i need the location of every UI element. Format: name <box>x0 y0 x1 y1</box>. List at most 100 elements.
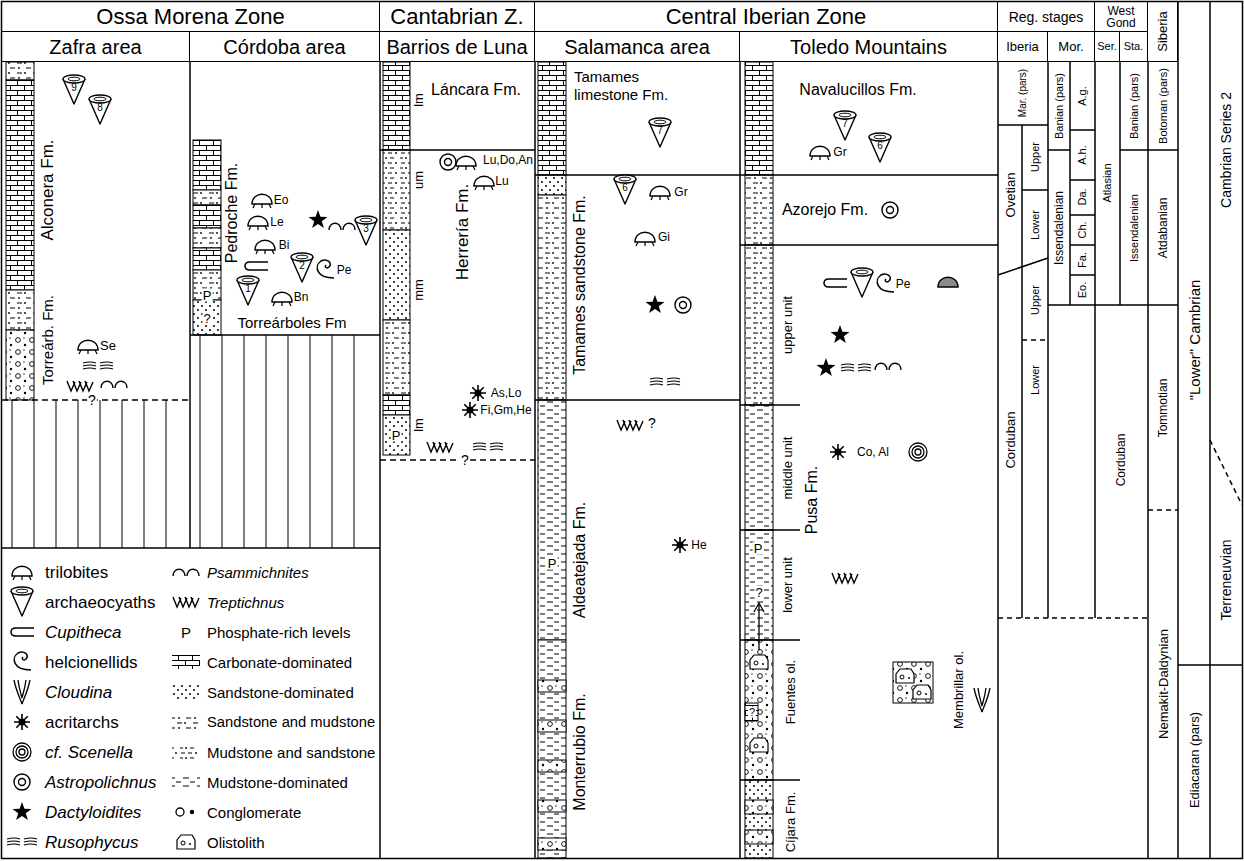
treptichnus-symbol <box>67 381 93 391</box>
stage-name: Banian (pars) <box>1054 73 1065 139</box>
archaeocyath-symbol <box>11 587 33 616</box>
legend-text: Astropolichnus <box>45 774 157 791</box>
legend-text: Carbonate-dominated <box>207 655 352 670</box>
column-label: Lu,Do,An <box>483 154 533 166</box>
archaeocyath-number: 1 <box>245 284 251 294</box>
stage-name: Terreneuvian <box>1219 540 1233 621</box>
column-label: Herrería Fm. <box>454 184 471 280</box>
legend-text: Mudstone and sandstone <box>207 745 375 760</box>
stage-name: Tommotian <box>1157 379 1169 438</box>
rusophycus-symbol <box>473 443 503 450</box>
olistolith-symbol <box>896 669 914 683</box>
stage-name: Ediacaran (pars) <box>1188 712 1201 808</box>
header-text: West Gond <box>1098 5 1145 29</box>
archaeocyath-symbol <box>89 95 111 124</box>
stage-name: Corduban <box>1115 434 1127 487</box>
rusophycus-symbol <box>650 378 680 385</box>
archaeocyath-symbol <box>834 111 856 140</box>
stage-name: Upper <box>1030 142 1041 172</box>
header-cell: West Gond <box>1095 2 1148 32</box>
column-label: P <box>753 542 764 555</box>
column-label: Pusa Fm. <box>804 466 820 534</box>
column-label: ? <box>748 707 756 718</box>
legend-samples <box>7 566 200 849</box>
header-text: Ser. <box>1097 41 1117 52</box>
mudstone-sample <box>172 775 200 789</box>
header-cell: Mor. <box>1048 32 1095 62</box>
column-label: Bi <box>279 239 290 251</box>
legend-text: helcionellids <box>45 654 138 671</box>
trilobite-symbol <box>650 186 670 200</box>
psammichnites-symbol <box>875 363 901 370</box>
column-label: As,Lo <box>491 387 522 399</box>
column-label: lower unit <box>781 557 794 613</box>
stage-name: Banian (pars) <box>1129 73 1140 139</box>
legend-text: Mudstone-dominated <box>207 775 348 790</box>
rusophycus-symbol <box>83 362 113 369</box>
stage-name: Atdabanian <box>1157 198 1169 259</box>
column-label: ? <box>202 312 211 325</box>
column-label: Navalucillos Fm. <box>799 82 916 98</box>
legend-text: Sandstone-dominated <box>207 685 354 700</box>
dactyloidites-symbol <box>309 210 328 228</box>
legend-text: Sandstone and mudstone <box>207 715 375 730</box>
column-label: Bn <box>294 291 309 303</box>
header-text: Cantabrian Z. <box>390 6 523 28</box>
legend-text: Cloudina <box>45 684 112 701</box>
archaeocyath-number: 7 <box>842 119 848 129</box>
legend-text: archaeocyaths <box>45 594 156 611</box>
legend-text: cf. Scenella <box>45 744 133 761</box>
dactyloidites-symbol <box>646 295 665 313</box>
stage-name: Issendalenian <box>1129 194 1140 262</box>
astropolichnus-symbol <box>440 154 456 170</box>
column-label: Lu <box>495 175 508 187</box>
column-label: ? <box>460 453 470 467</box>
trilobite-symbol <box>248 216 268 230</box>
rusophycus-symbol <box>7 838 37 845</box>
helcionellid-symbol <box>877 274 894 292</box>
column-label: Aldeatejada Fm. <box>572 502 588 619</box>
stage-name: Botoman (pars) <box>1158 68 1169 144</box>
column-label: Pedroche Fm. <box>224 163 240 263</box>
stage-name: Upper <box>1030 285 1041 315</box>
legend-text: Dactyloidites <box>45 804 141 821</box>
olistolith-symbol <box>750 655 768 669</box>
column-label: lm <box>412 93 425 107</box>
dactyloidites-symbol <box>817 358 836 376</box>
column-label: Gr <box>674 186 687 198</box>
lithology-strips <box>6 62 933 858</box>
column-label: Torreárb. Fm. <box>40 295 55 385</box>
astropolichnus-symbol <box>14 774 30 790</box>
stage-name: A.h. <box>1077 145 1088 165</box>
column-label: lm <box>412 418 425 432</box>
header-cell: Ossa Morena Zone <box>2 2 380 32</box>
archaeocyath-number: 6 <box>877 141 883 151</box>
legend-text: trilobites <box>45 564 108 581</box>
acritarch-symbol <box>830 444 846 460</box>
olistolith-symbol <box>750 738 768 752</box>
header-text: Siberia <box>1156 11 1169 51</box>
mud-sand-sample <box>172 745 200 759</box>
legend-text: Psammichnites <box>207 565 309 580</box>
header-cell: Toledo Mountains <box>740 32 998 62</box>
column-label: Membrillar ol. <box>952 651 965 729</box>
header-text: Córdoba area <box>223 37 345 57</box>
header-text: Reg. stages <box>1009 10 1084 24</box>
legend-text: Rusophycus <box>45 834 139 851</box>
column-label: Fuentes ol. <box>784 660 797 724</box>
header-cell: Reg. stages <box>998 2 1095 32</box>
column-label: Gi <box>658 231 670 243</box>
archaeocyath-symbol <box>63 75 85 104</box>
header-text: Sta. <box>1124 41 1144 52</box>
trilobite-symbol <box>456 156 476 170</box>
header-cell: Cantabrian Z. <box>380 2 535 32</box>
archaeocyath-number: 3 <box>363 224 369 234</box>
archaeocyath-number: 7 <box>657 126 663 136</box>
trilobite-symbol <box>810 146 830 160</box>
psammichnites-symbol <box>329 223 355 230</box>
column-label: P <box>202 289 213 302</box>
trilobite-symbol <box>78 340 98 354</box>
column-label: Fi,Gm,He <box>480 404 531 416</box>
legend-text: acritarchs <box>45 714 119 731</box>
column-label: Le <box>270 216 283 228</box>
